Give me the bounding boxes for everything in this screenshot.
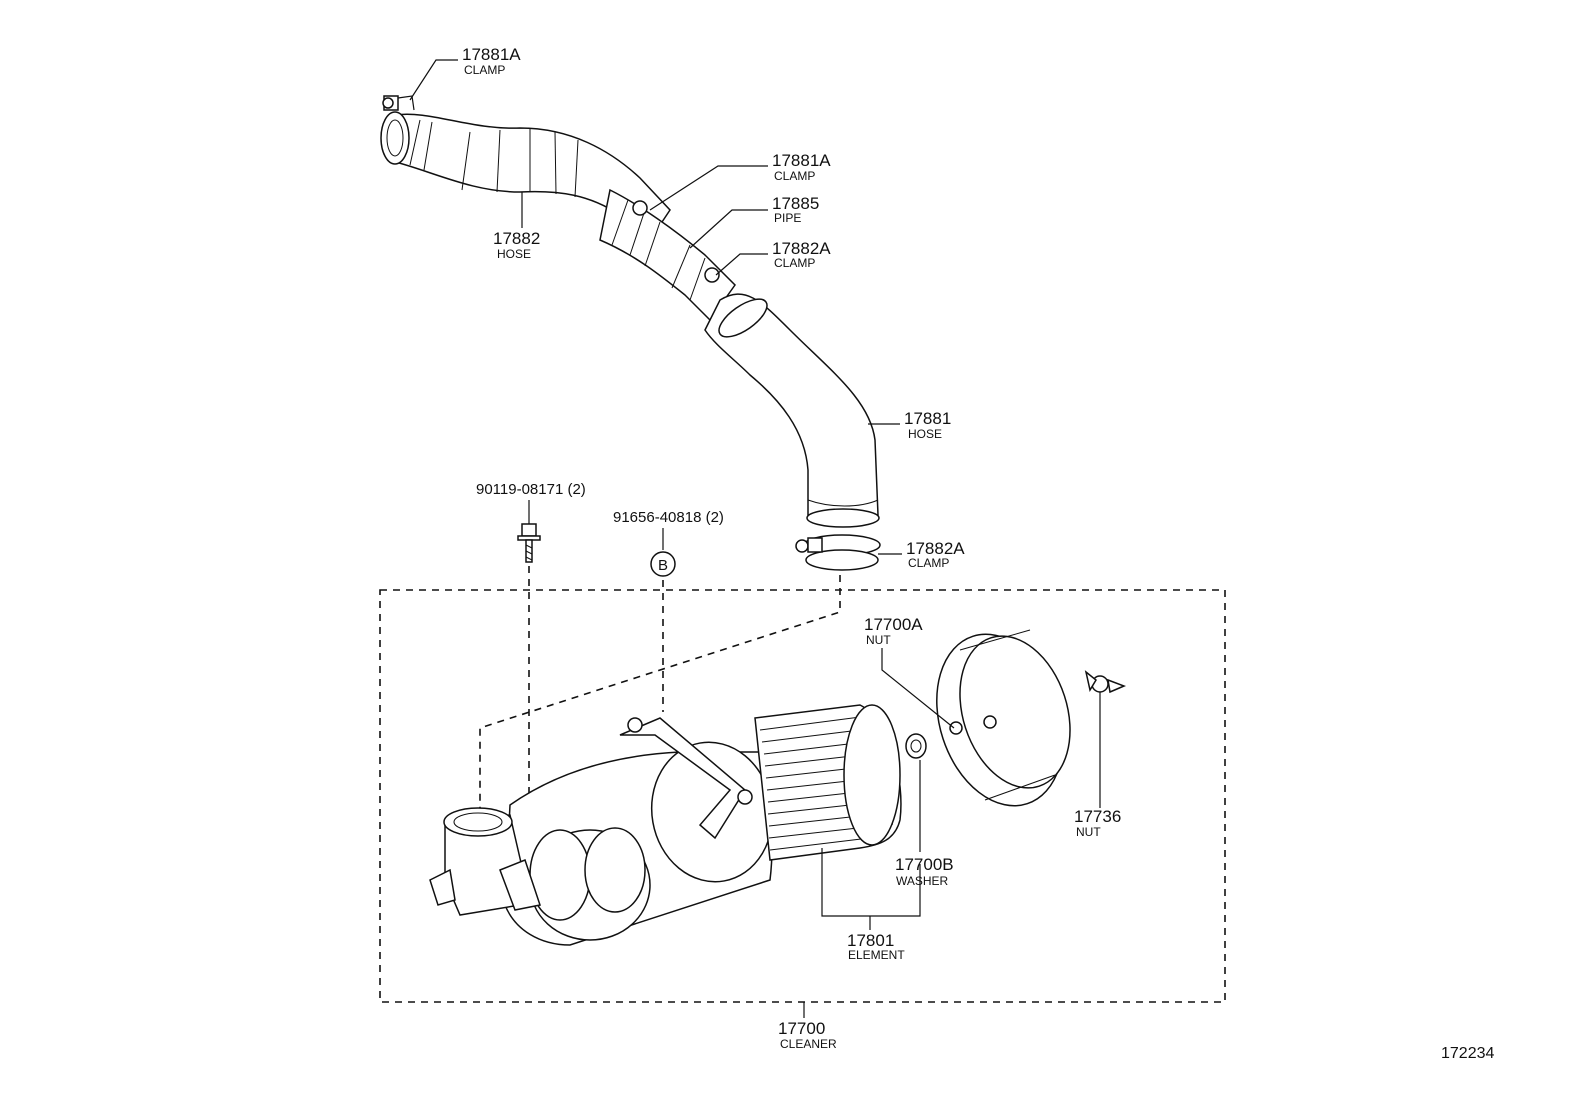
part-number: 17882A [772, 239, 831, 258]
nut-17700a-drawing [949, 721, 963, 735]
part-name: NUT [1076, 825, 1101, 839]
part-name: CLAMP [774, 256, 815, 270]
bolt-90119-drawing [517, 523, 541, 563]
intake-hose-assembly [380, 95, 881, 571]
clamp-17881a-top-drawing [380, 111, 410, 165]
part-name: CLAMP [774, 169, 815, 183]
part-name: HOSE [908, 427, 942, 441]
part-number: 91656-40818 (2) [613, 509, 724, 526]
part-name: HOSE [497, 247, 531, 261]
label-nut-17736: 17736 NUT [1074, 807, 1121, 839]
part-number: 17881A [462, 45, 521, 64]
part-number: 90119-08171 (2) [476, 481, 586, 498]
part-number: 17700 [778, 1019, 825, 1038]
part-name: ELEMENT [848, 948, 905, 962]
label-clamp-17882a-lower: 17882A CLAMP [906, 539, 965, 570]
part-name: CLEANER [780, 1037, 837, 1051]
label-clamp-17881a-mid: 17881A CLAMP [772, 151, 831, 183]
figure-number: 172234 [1441, 1045, 1494, 1062]
label-nut-91656: 91656-40818 (2) [613, 509, 724, 526]
label-element-17801: 17801 ELEMENT [847, 931, 905, 962]
clamp-17882a-lower-drawing [795, 534, 881, 571]
part-number: 17736 [1074, 807, 1121, 826]
label-cleaner-17700: 17700 CLEANER [778, 1019, 837, 1051]
leader-lines [409, 59, 1101, 1018]
part-number: 17882A [906, 539, 965, 558]
cleaner-17700-boundary [379, 589, 1226, 1003]
part-number: 17885 [772, 194, 819, 213]
label-washer-17700b: 17700B WASHER [895, 855, 954, 888]
part-name: CLAMP [464, 63, 505, 77]
clamp-17881a-mid-drawing [632, 200, 648, 216]
air-cleaner-body-drawing [429, 717, 774, 946]
label-clamp-17881a-top: 17881A CLAMP [462, 45, 521, 77]
hose-17881-drawing [704, 293, 879, 516]
label-pipe-17885: 17885 PIPE [772, 194, 819, 225]
cleaner-cover-drawing [936, 629, 1071, 807]
washer-17700b-drawing [905, 733, 927, 759]
callout-b-letter: B [658, 557, 668, 574]
nut-17736-drawing [1084, 670, 1127, 694]
clamp-17882a-upper-drawing [704, 267, 720, 283]
part-name: CLAMP [908, 556, 949, 570]
label-nut-17700a: 17700A NUT [864, 615, 923, 647]
element-17801-drawing [754, 704, 902, 861]
part-name: PIPE [774, 211, 801, 225]
label-hose-17881: 17881 HOSE [904, 409, 951, 441]
part-number: 17881A [772, 151, 831, 170]
part-name: WASHER [896, 874, 949, 888]
part-number: 17801 [847, 931, 894, 950]
part-number: 17881 [904, 409, 951, 428]
part-name: NUT [866, 633, 891, 647]
part-number: 17700A [864, 615, 923, 634]
part-number: 17700B [895, 855, 954, 874]
label-bolt-90119: 90119-08171 (2) [476, 481, 586, 498]
label-hose-17882: 17882 HOSE [493, 229, 540, 261]
label-clamp-17882a-upper: 17882A CLAMP [772, 239, 831, 270]
part-number: 17882 [493, 229, 540, 248]
callout-b-circle [650, 551, 676, 577]
